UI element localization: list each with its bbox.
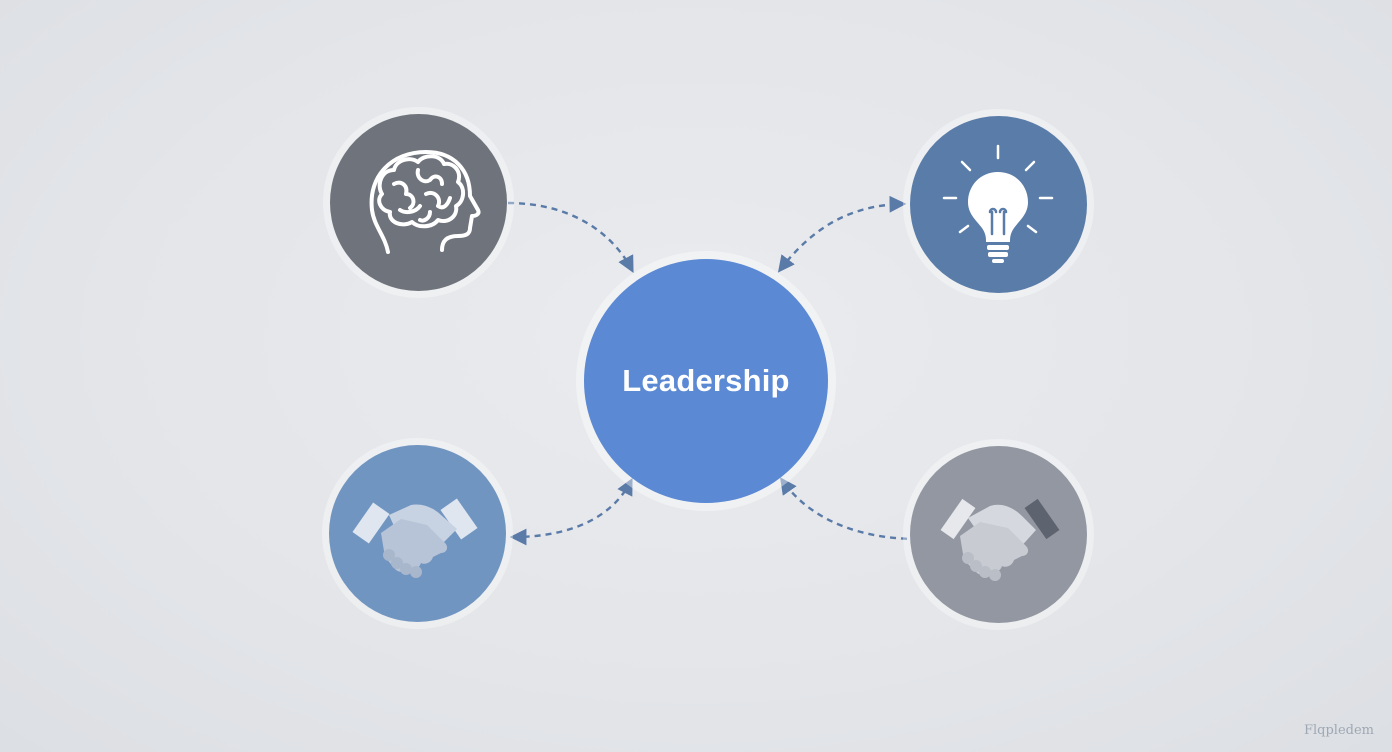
center-label: Leadership: [622, 363, 790, 398]
watermark-text: Flqpledem: [1303, 723, 1374, 738]
connector-brain-to-center: [507, 201, 634, 273]
connector-handshake-right-to-center: [780, 477, 919, 541]
brain-head-icon: [369, 150, 481, 254]
node-handshake-left: [329, 445, 506, 622]
lightbulb-icon: [942, 144, 1054, 263]
node-leadership: Leadership: [584, 259, 828, 503]
handshake-icon: [352, 498, 478, 578]
node-brain: [330, 114, 507, 291]
handshake-icon: [940, 498, 1060, 581]
node-handshake-right: [910, 446, 1087, 623]
connector-center-to-handshake-left: [509, 478, 633, 546]
node-idea: [910, 116, 1087, 293]
